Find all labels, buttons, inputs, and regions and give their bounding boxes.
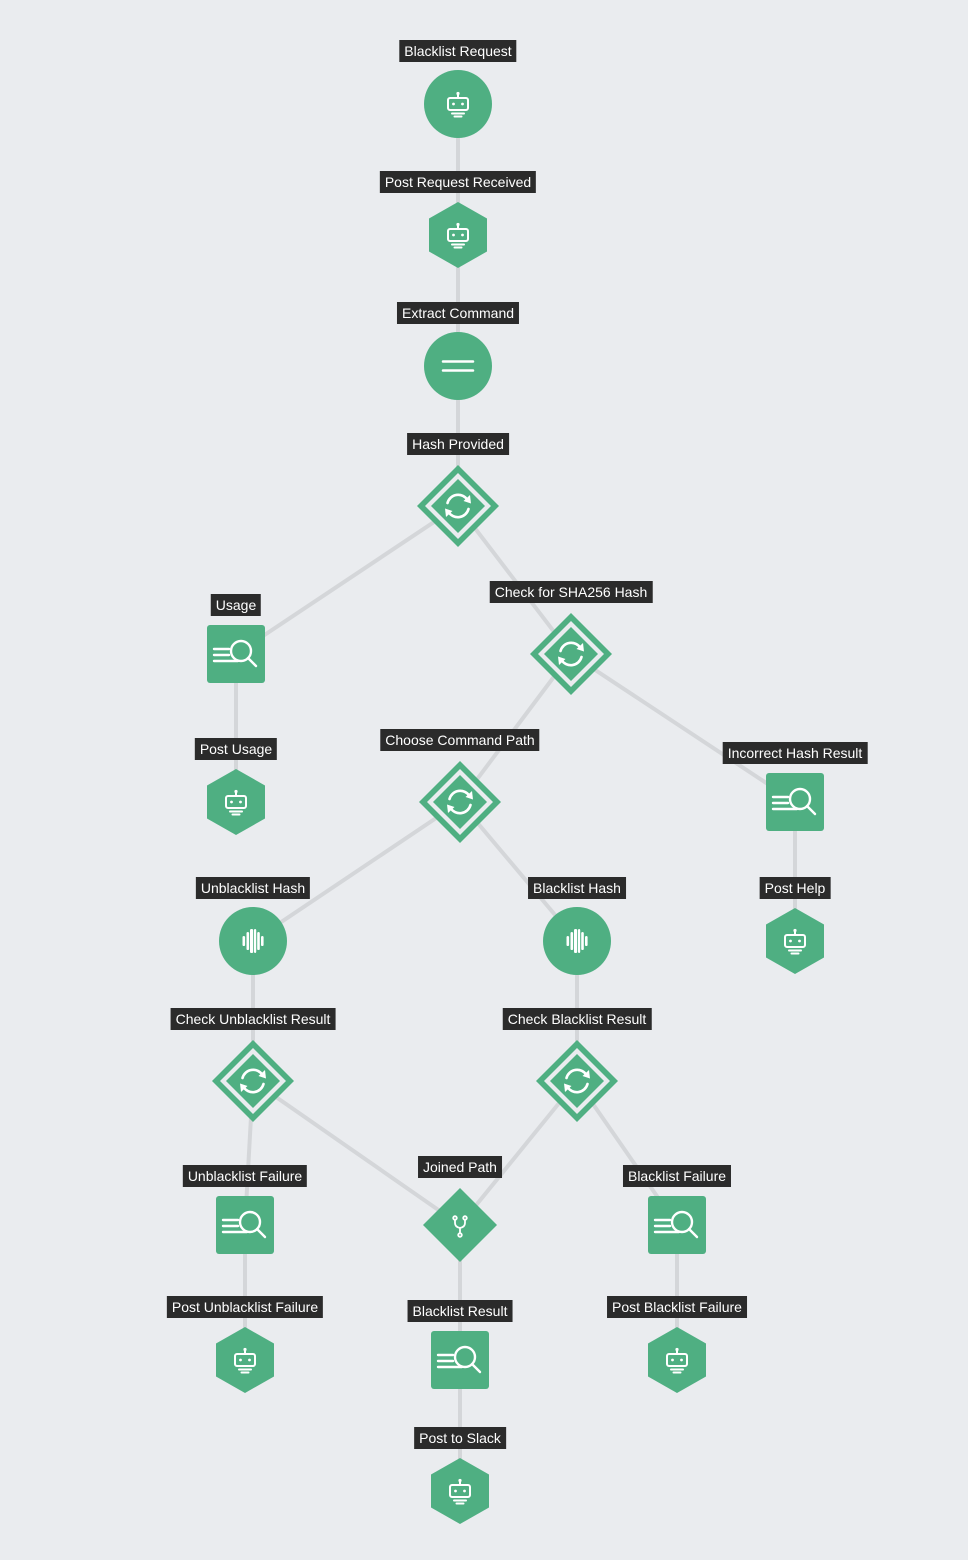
barcode-icon	[566, 929, 588, 953]
search-list-icon	[221, 1210, 267, 1239]
square-shape	[207, 625, 265, 683]
square-shape	[431, 1331, 489, 1389]
search-list-icon	[771, 787, 817, 816]
node-check-unblacklist-result[interactable]	[212, 1040, 294, 1122]
edge-choose-command-path-to-unblacklist-hash	[251, 800, 462, 943]
search-list-icon	[653, 1210, 699, 1239]
node-label-usage: Usage	[210, 594, 262, 616]
search-list-icon	[212, 639, 258, 668]
node-post-help[interactable]	[755, 901, 835, 981]
diamond-shape	[530, 613, 612, 695]
solid-diamond-shape	[423, 1188, 497, 1262]
node-check-sha256-hash[interactable]	[530, 613, 612, 695]
node-label-unblacklist-failure: Unblacklist Failure	[182, 1165, 308, 1187]
refresh-icon	[447, 789, 473, 815]
node-unblacklist-hash[interactable]	[213, 901, 293, 981]
node-label-post-help: Post Help	[759, 877, 831, 899]
diamond-shape	[419, 761, 501, 843]
node-post-blacklist-failure[interactable]	[637, 1320, 717, 1400]
circle-shape	[424, 70, 492, 138]
robot-icon	[784, 928, 806, 955]
node-blacklist-failure[interactable]	[637, 1185, 717, 1265]
circle-shape	[543, 907, 611, 975]
node-label-check-sha256-hash: Check for SHA256 Hash	[489, 581, 653, 603]
node-blacklist-hash[interactable]	[537, 901, 617, 981]
edge-check-sha256-hash-to-choose-command-path	[458, 652, 573, 804]
refresh-icon	[564, 1068, 590, 1094]
square-shape	[766, 773, 824, 831]
robot-icon	[234, 1347, 256, 1374]
hexagon-shape	[216, 1327, 274, 1393]
square-shape	[648, 1196, 706, 1254]
node-label-hash-provided: Hash Provided	[407, 433, 509, 455]
node-post-usage[interactable]	[196, 762, 276, 842]
node-joined-path[interactable]	[420, 1185, 500, 1265]
square-shape	[216, 1196, 274, 1254]
edge-check-blacklist-result-to-joined-path	[458, 1079, 579, 1227]
node-unblacklist-failure[interactable]	[205, 1185, 285, 1265]
robot-icon	[666, 1347, 688, 1374]
edge-hash-provided-to-check-sha256-hash	[456, 504, 573, 656]
search-list-icon	[436, 1345, 482, 1374]
node-blacklist-result[interactable]	[420, 1320, 500, 1400]
edge-hash-provided-to-usage	[234, 504, 460, 656]
node-label-extract-command: Extract Command	[396, 302, 520, 324]
node-check-blacklist-result[interactable]	[536, 1040, 618, 1122]
hexagon-shape	[431, 1458, 489, 1524]
node-label-choose-command-path: Choose Command Path	[380, 729, 540, 751]
node-post-unblacklist-failure[interactable]	[205, 1320, 285, 1400]
node-post-request-received[interactable]	[418, 195, 498, 275]
hexagon-shape	[429, 202, 487, 268]
node-label-unblacklist-hash: Unblacklist Hash	[195, 877, 311, 899]
robot-icon	[447, 91, 469, 118]
robot-icon	[447, 222, 469, 249]
node-label-blacklist-request: Blacklist Request	[399, 40, 517, 62]
node-label-post-unblacklist-failure: Post Unblacklist Failure	[166, 1296, 324, 1318]
node-label-blacklist-failure: Blacklist Failure	[622, 1165, 732, 1187]
edge-check-sha256-hash-to-incorrect-hash-result	[569, 652, 797, 804]
refresh-icon	[445, 493, 471, 519]
node-blacklist-request[interactable]	[418, 64, 498, 144]
circle-shape	[219, 907, 287, 975]
node-label-post-usage: Post Usage	[194, 738, 278, 760]
refresh-icon	[240, 1068, 266, 1094]
node-label-post-blacklist-failure: Post Blacklist Failure	[607, 1296, 747, 1318]
node-label-post-to-slack: Post to Slack	[414, 1427, 506, 1449]
diamond-shape	[417, 465, 499, 547]
merge-icon	[452, 1215, 468, 1238]
robot-icon	[225, 789, 247, 816]
diamond-shape	[212, 1040, 294, 1122]
node-extract-command[interactable]	[418, 326, 498, 406]
barcode-icon	[242, 929, 264, 953]
hexagon-shape	[207, 769, 265, 835]
node-choose-command-path[interactable]	[419, 761, 501, 843]
hexagon-shape	[648, 1327, 706, 1393]
diamond-shape	[536, 1040, 618, 1122]
node-label-post-request-received: Post Request Received	[379, 171, 537, 193]
node-hash-provided[interactable]	[417, 465, 499, 547]
equals-icon	[441, 360, 475, 372]
node-label-blacklist-result: Blacklist Result	[407, 1300, 513, 1322]
node-label-incorrect-hash-result: Incorrect Hash Result	[722, 742, 868, 764]
circle-shape	[424, 332, 492, 400]
node-label-blacklist-hash: Blacklist Hash	[528, 877, 626, 899]
node-incorrect-hash-result[interactable]	[755, 762, 835, 842]
edge-check-unblacklist-result-to-joined-path	[251, 1079, 462, 1227]
node-label-check-unblacklist-result: Check Unblacklist Result	[170, 1008, 336, 1030]
hexagon-shape	[766, 908, 824, 974]
node-label-joined-path: Joined Path	[418, 1156, 502, 1178]
refresh-icon	[558, 641, 584, 667]
node-post-to-slack[interactable]	[420, 1451, 500, 1531]
robot-icon	[449, 1478, 471, 1505]
node-usage[interactable]	[196, 614, 276, 694]
node-label-check-blacklist-result: Check Blacklist Result	[502, 1008, 652, 1030]
